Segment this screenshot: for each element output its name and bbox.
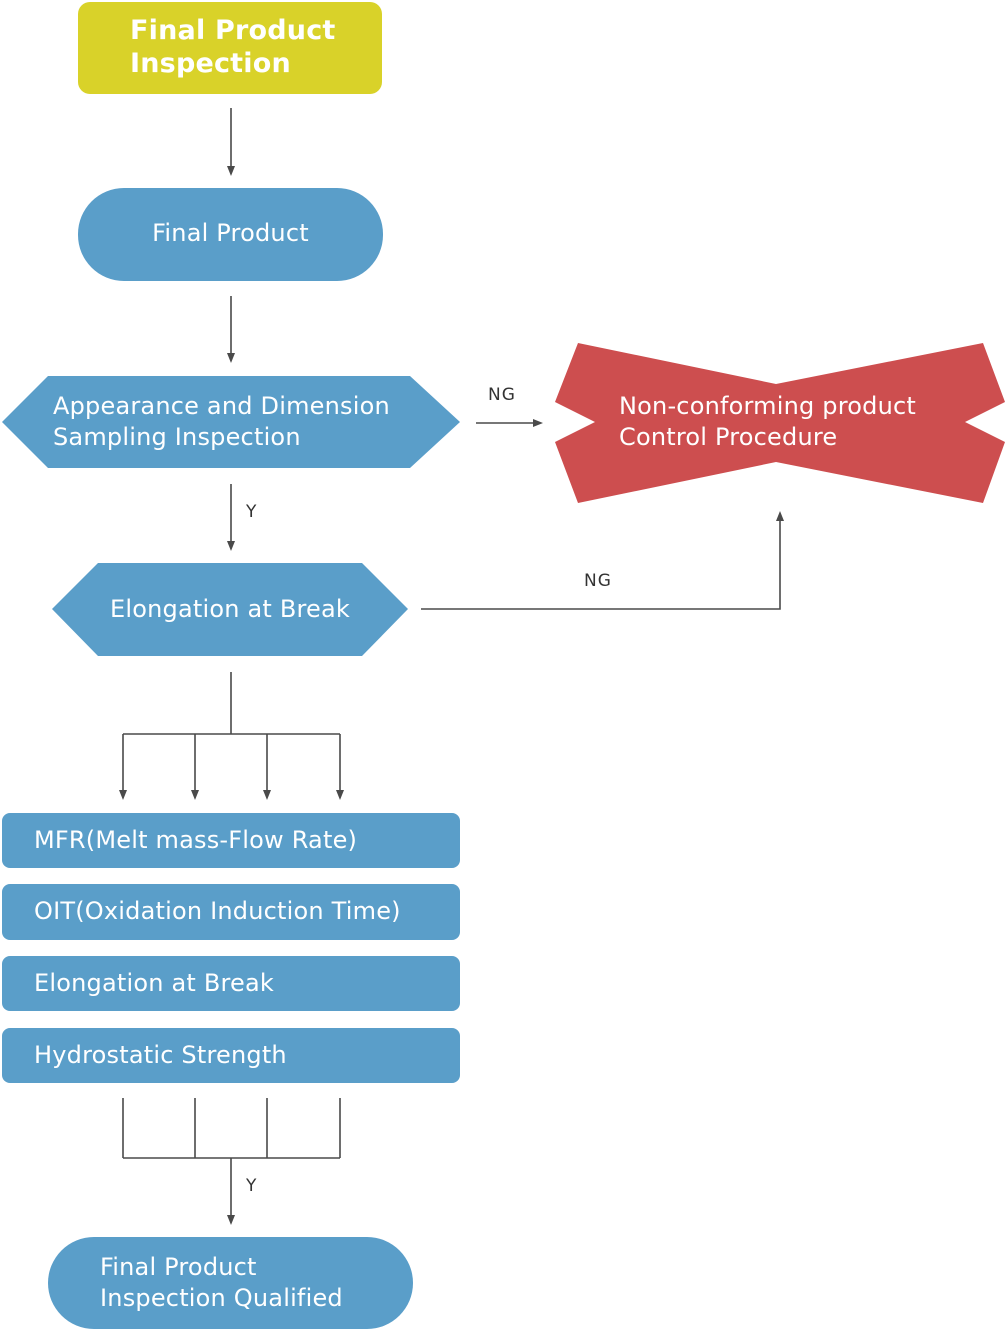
appearance-label: Appearance and Dimension Sampling Inspec… — [53, 392, 390, 451]
edge-label-tests-y: Y — [246, 1176, 258, 1196]
final-product-label: Final Product — [152, 219, 309, 247]
connectors — [119, 108, 784, 1225]
edge-label-appearance-ng: NG — [488, 385, 516, 405]
edge-label-elongation-ng: NG — [584, 571, 612, 591]
start-box — [78, 2, 382, 94]
test-box-mfr — [2, 813, 460, 868]
qualified-box — [48, 1237, 413, 1329]
test-box-elongation — [2, 956, 460, 1011]
elongation-hexagon — [52, 563, 408, 656]
test-label-elongation: Elongation at Break — [34, 969, 274, 997]
arrow-elongation-ng — [421, 511, 784, 610]
qualified-label: Final Product Inspection Qualified — [100, 1253, 343, 1312]
test-box-oit — [2, 884, 460, 940]
final-product-box — [78, 188, 383, 281]
test-label-oit: OIT(Oxidation Induction Time) — [34, 897, 401, 925]
test-label-mfr: MFR(Melt mass-Flow Rate) — [34, 826, 358, 854]
test-label-hydrostatic: Hydrostatic Strength — [34, 1041, 287, 1069]
appearance-hexagon — [2, 376, 460, 468]
edge-label-appearance-y: Y — [246, 502, 258, 522]
nonconforming-label: Non-conforming product Control Procedure — [619, 392, 917, 451]
nonconforming-x-shape — [555, 343, 1005, 503]
elongation-check-label: Elongation at Break — [110, 595, 350, 623]
start-label: Final Product Inspection — [130, 15, 336, 79]
test-box-hydrostatic — [2, 1028, 460, 1083]
